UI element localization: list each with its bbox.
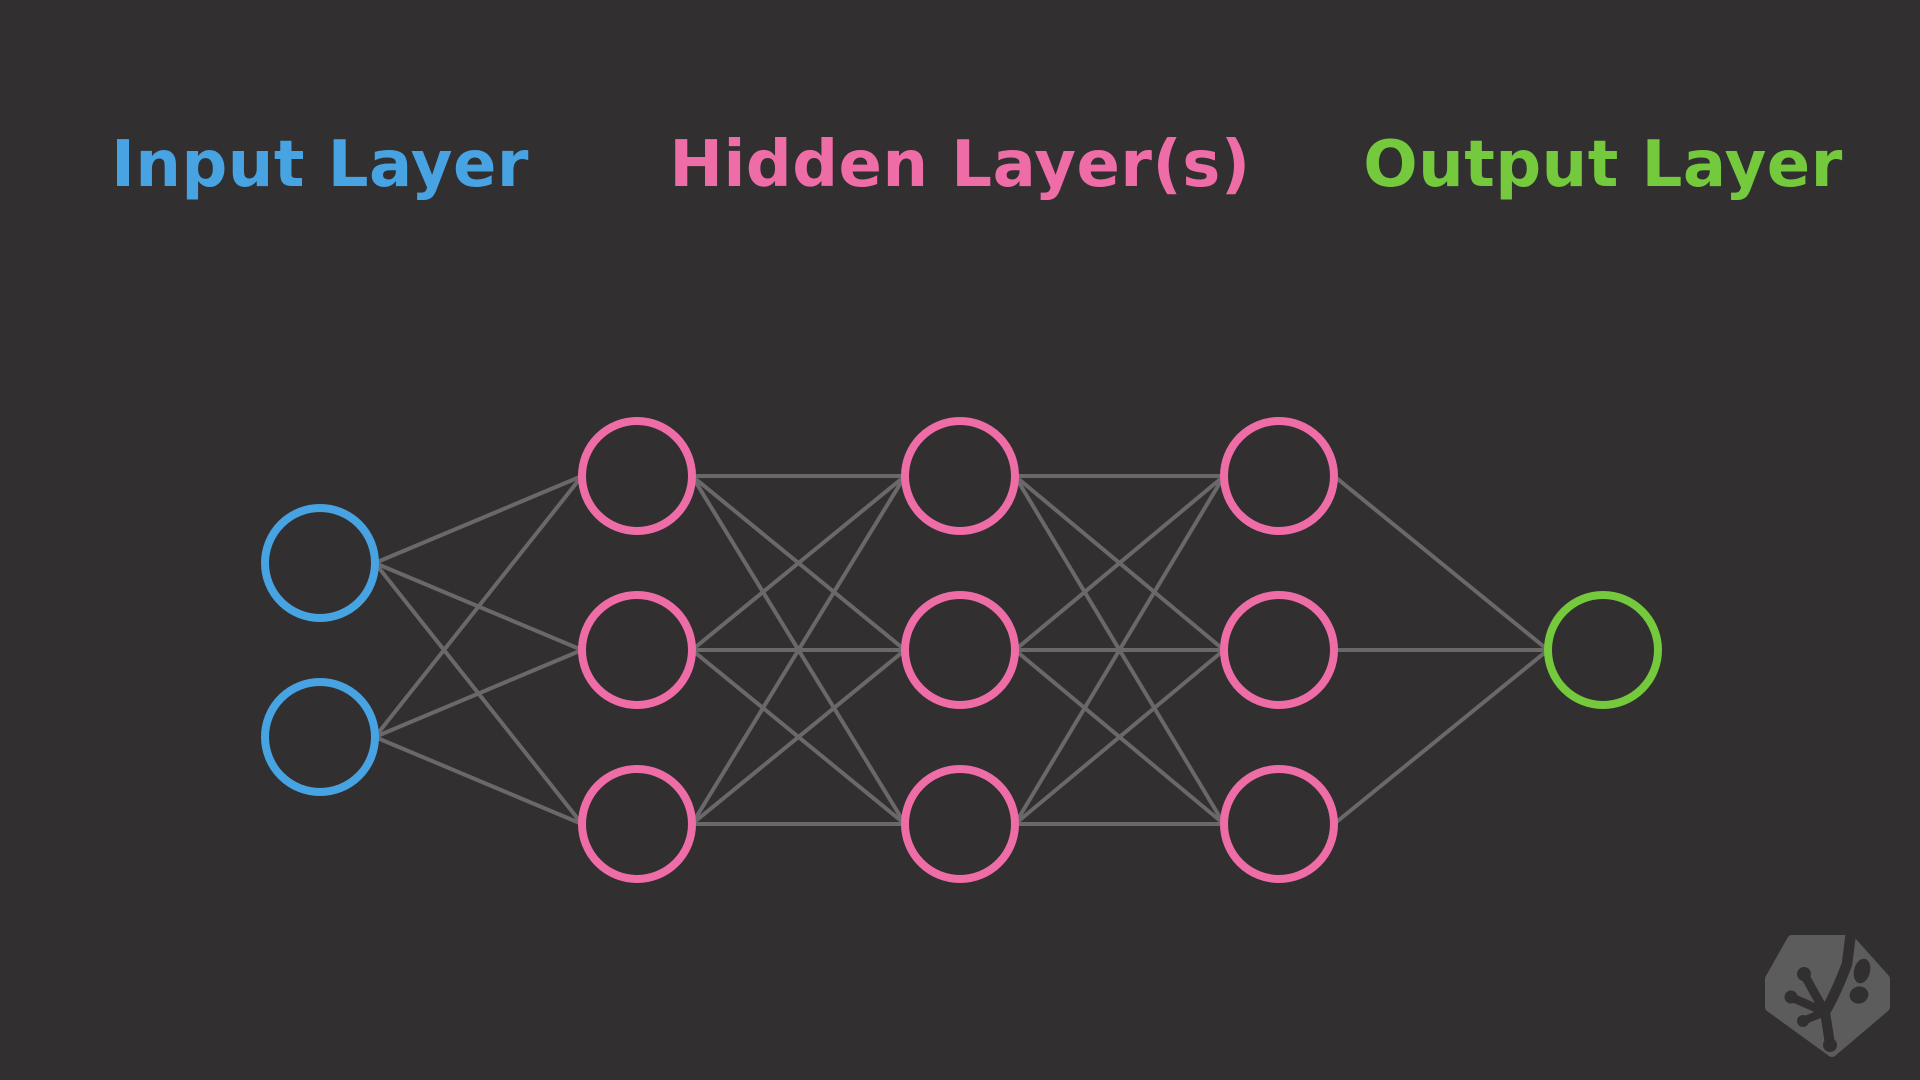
node-hidden-2-3 — [901, 765, 1019, 883]
edge-hidden-2-n3-to-hidden-3-n1 — [1013, 474, 1226, 826]
input-layer-label: Input Layer — [111, 128, 529, 202]
node-hidden-1-2 — [578, 591, 696, 709]
node-hidden-2-2 — [901, 591, 1019, 709]
edge-hidden-1-n2-to-hidden-2-n1 — [690, 474, 907, 652]
edge-input-n2-to-hidden-1-n2 — [374, 648, 583, 739]
node-output-1 — [1544, 591, 1662, 709]
hidden-layer-label: Hidden Layer(s) — [669, 128, 1251, 202]
node-hidden-1-1 — [578, 417, 696, 535]
edge-input-n2-to-hidden-1-n1 — [373, 474, 584, 739]
edge-input-n1-to-hidden-1-n1 — [374, 474, 583, 565]
node-input-1 — [261, 504, 379, 622]
edge-hidden-1-n3-to-hidden-2-n1 — [690, 474, 907, 826]
node-hidden-3-2 — [1220, 591, 1338, 709]
edge-hidden-3-n3-to-output-n1 — [1332, 648, 1550, 826]
edge-hidden-2-n2-to-hidden-3-n1 — [1013, 474, 1226, 652]
treehouse-logo-icon — [1765, 926, 1890, 1057]
node-hidden-3-1 — [1220, 417, 1338, 535]
node-hidden-2-1 — [901, 417, 1019, 535]
node-input-2 — [261, 678, 379, 796]
output-layer-label: Output Layer — [1363, 128, 1843, 202]
edge-hidden-3-n1-to-output-n1 — [1332, 474, 1550, 652]
edge-input-n2-to-hidden-1-n3 — [374, 735, 583, 826]
edge-hidden-2-n3-to-hidden-3-n2 — [1013, 648, 1226, 826]
badge-tree-mark — [1784, 926, 1871, 1052]
edge-hidden-1-n3-to-hidden-2-n2 — [690, 648, 907, 826]
node-hidden-1-3 — [578, 765, 696, 883]
node-hidden-3-3 — [1220, 765, 1338, 883]
